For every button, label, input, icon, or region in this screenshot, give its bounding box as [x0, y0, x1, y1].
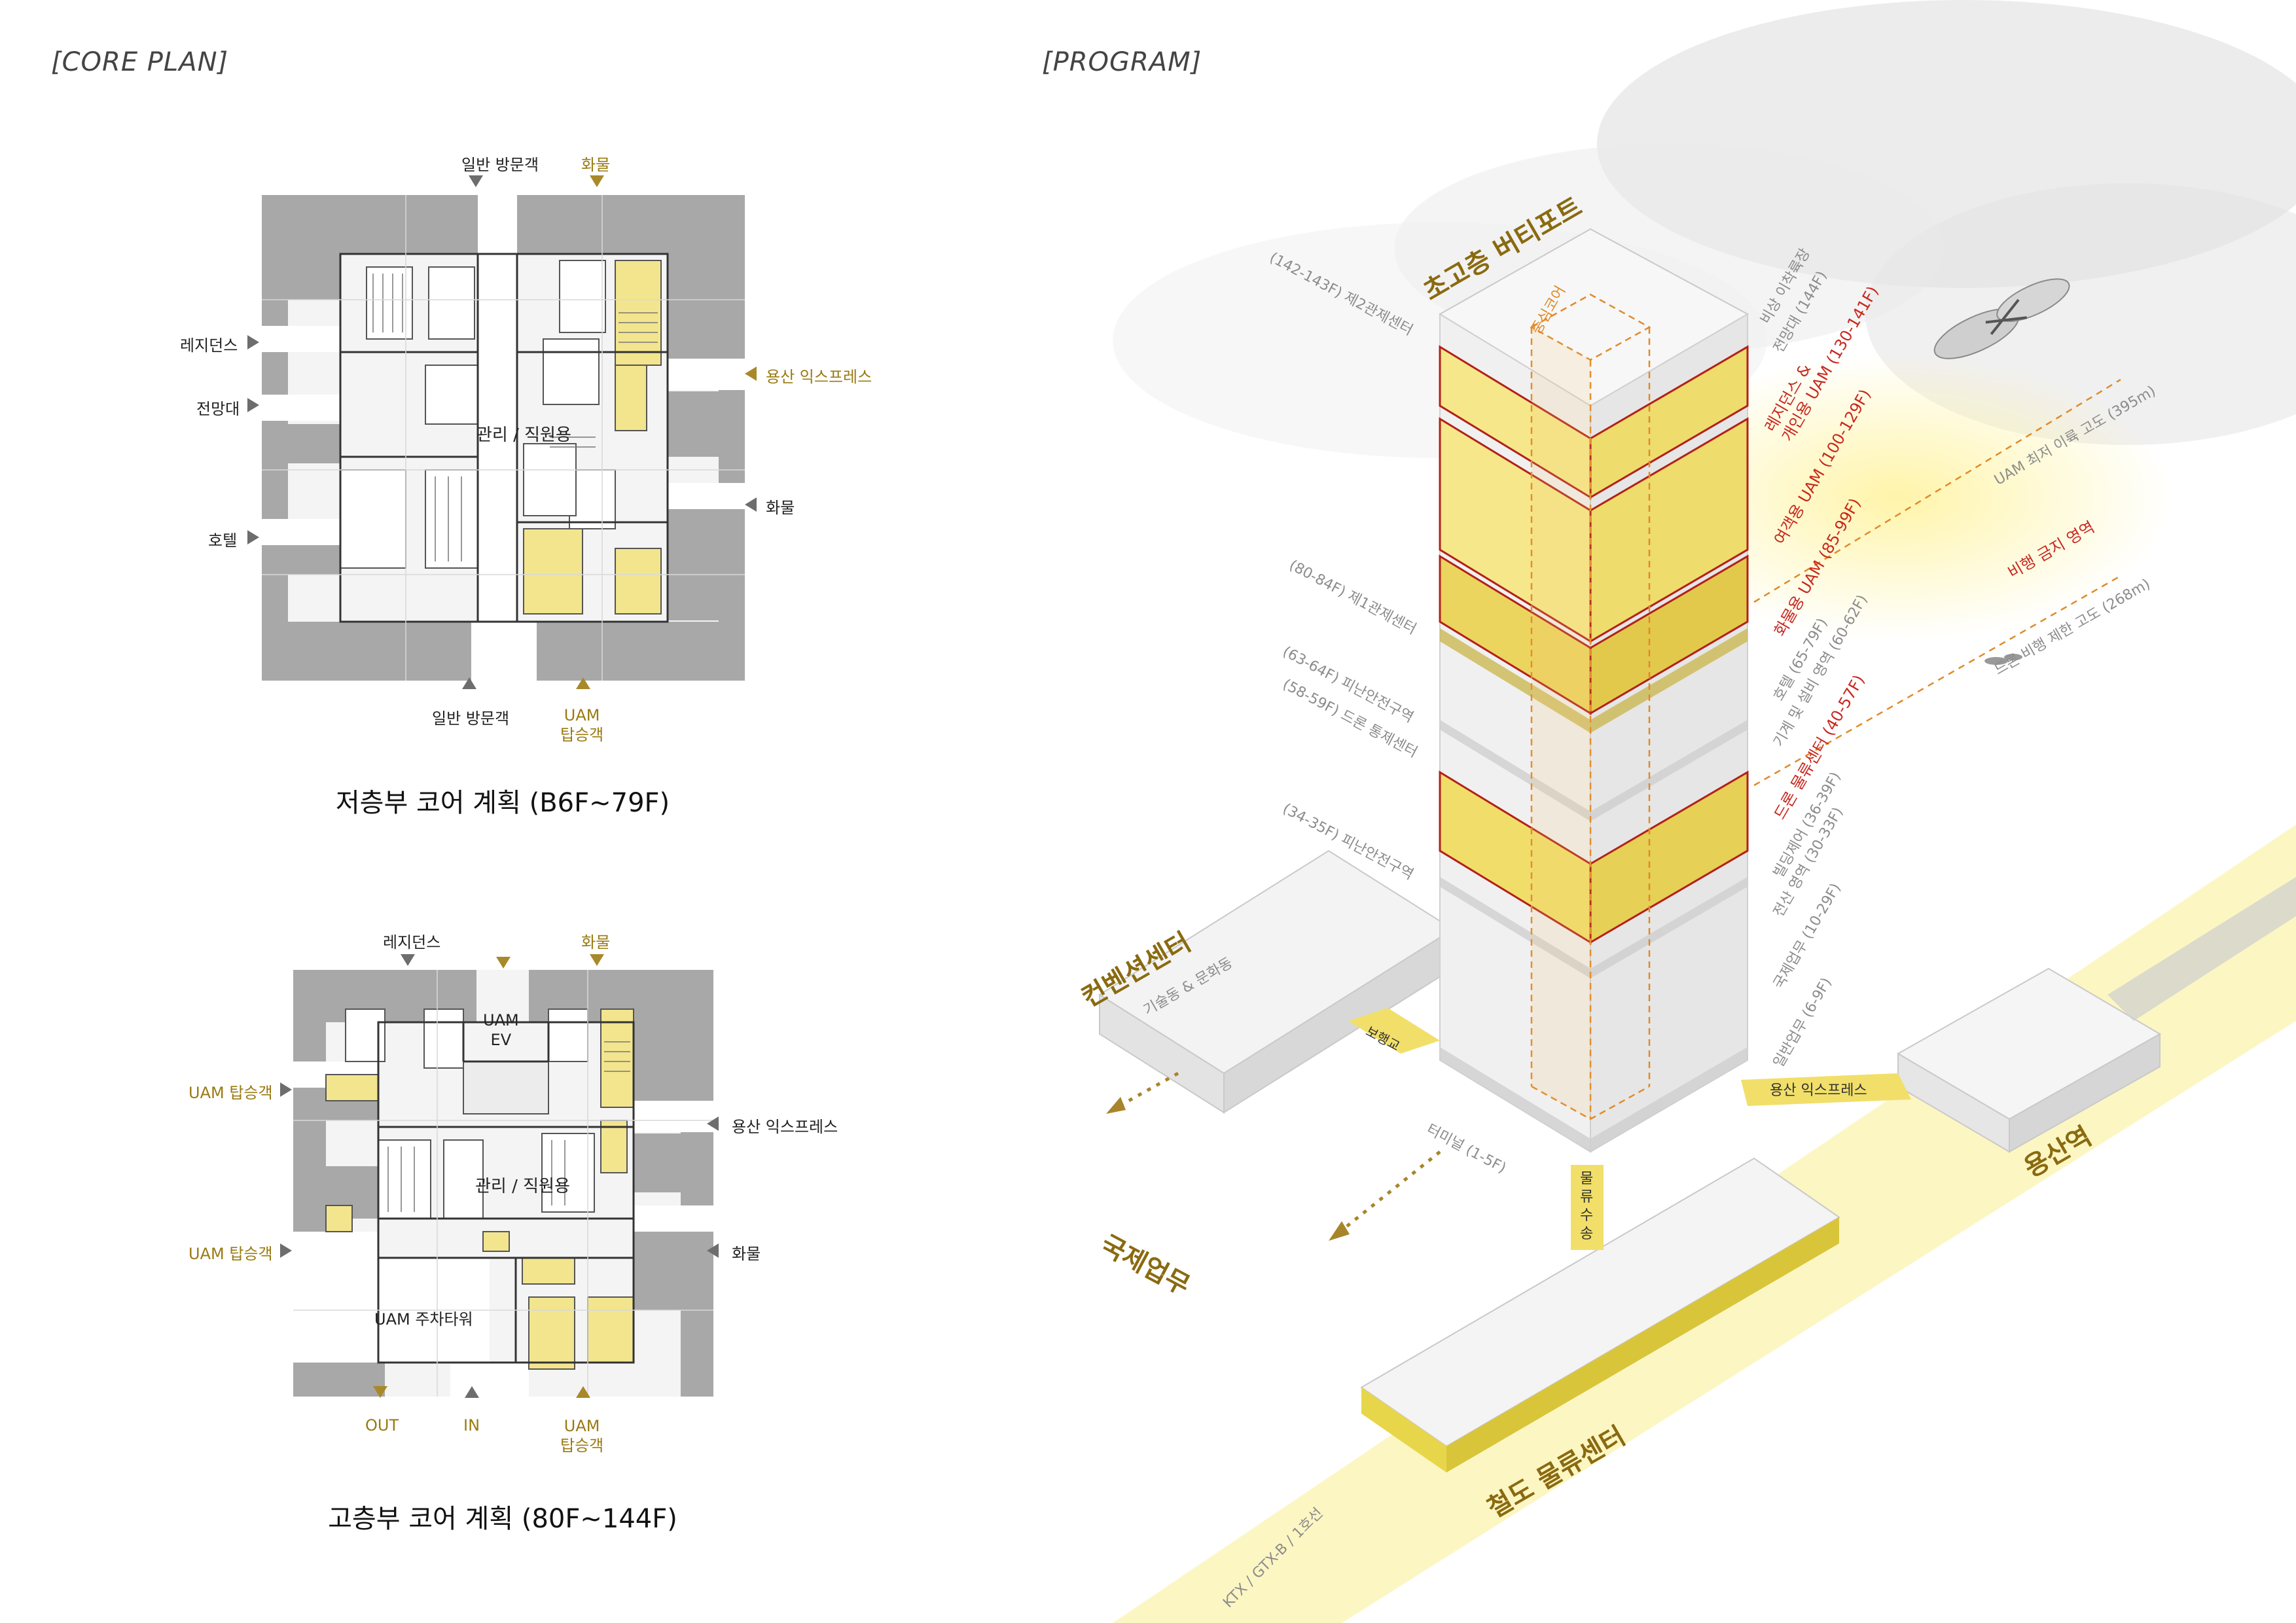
- low-entry-right-cargo: 화물: [766, 499, 795, 517]
- high-rise-floorplan-drawing: [293, 970, 713, 1397]
- low-entry-top-visitor: 일반 방문객: [461, 156, 539, 174]
- high-right-express-arrow-icon: [707, 1116, 719, 1131]
- high-entry-right-express: 용산 익스프레스: [732, 1118, 838, 1136]
- low-bottom-visitor-arrow-icon: [462, 677, 476, 689]
- core-plan-section-label: [CORE PLAN]: [51, 47, 229, 77]
- program-section-label: [PROGRAM]: [1042, 47, 1202, 77]
- high-parking-label: UAM 주차타워: [374, 1310, 473, 1329]
- logistics-transport-label: 물류 수송: [1580, 1171, 1594, 1242]
- high-entry-bottom-in: IN: [463, 1416, 480, 1435]
- express-link: [1741, 1073, 1911, 1106]
- high-right-cargo-arrow-icon: [707, 1243, 719, 1258]
- low-left-residence-arrow-icon: [247, 335, 259, 349]
- low-rise-floorplan-drawing: [262, 195, 745, 681]
- high-left-uam1-arrow-icon: [280, 1082, 292, 1097]
- logistics-transport-link: [1571, 1165, 1604, 1250]
- high-entry-left-uam1: UAM 탑승객: [188, 1084, 273, 1102]
- high-uam-ev-label: UAM EV: [483, 1011, 519, 1049]
- high-entry-right-cargo: 화물: [732, 1245, 761, 1263]
- low-entry-bottom-uam: UAM 탑승객: [560, 706, 604, 744]
- low-entry-left-residence: 레지던스: [180, 336, 238, 355]
- international-arrow-icon: [1329, 1150, 1441, 1241]
- express-label: 용산 익스프레스: [1770, 1082, 1867, 1099]
- high-top-residence-arrow-icon: [401, 954, 415, 966]
- high-entry-left-uam2: UAM 탑승객: [188, 1245, 273, 1263]
- high-top-cargo-arrow-icon: [590, 954, 604, 966]
- high-bottom-in-arrow-icon: [465, 1386, 479, 1398]
- low-center-label: 관리 / 직원용: [476, 425, 571, 445]
- low-top-visitor-arrow-icon: [469, 175, 483, 187]
- rail-logistics-block: [1360, 1157, 1840, 1472]
- high-entry-bottom-out: OUT: [365, 1416, 399, 1435]
- yongsan-station-block: [1896, 877, 2296, 1153]
- low-left-observatory-arrow-icon: [247, 398, 259, 412]
- low-entry-left-observatory: 전망대: [196, 400, 240, 418]
- convention-center-block: [1098, 849, 1454, 1114]
- low-entry-top-cargo: 화물: [581, 156, 611, 174]
- low-bottom-uam-arrow-icon: [576, 677, 590, 689]
- low-entry-bottom-visitor: 일반 방문객: [432, 709, 510, 728]
- convention-arrow-icon: [1106, 1071, 1179, 1114]
- high-bottom-uam-arrow-icon: [576, 1386, 590, 1398]
- high-entry-bottom-uam: UAM 탑승객: [560, 1417, 604, 1455]
- low-rise-core-plan: 관리 / 직원용: [262, 195, 745, 681]
- tower: [1439, 228, 1749, 1153]
- drone-icon: [1984, 654, 2022, 665]
- low-entry-right-express: 용산 익스프레스: [766, 368, 872, 386]
- low-plan-title: 저층부 코어 계획 (B6F~79F): [335, 788, 670, 818]
- uam-aircraft-icon: [1933, 278, 2070, 359]
- low-top-cargo-arrow-icon: [590, 175, 604, 187]
- high-rise-core-plan: UAM EV 관리 / 직원용 UAM 주차타워: [293, 970, 713, 1397]
- high-bottom-out-arrow-icon: [373, 1386, 387, 1398]
- high-plan-title: 고층부 코어 계획 (80F~144F): [328, 1504, 677, 1534]
- pedestrian-bridge: [1348, 1008, 1440, 1054]
- high-center-label: 관리 / 직원용: [475, 1177, 570, 1196]
- low-entry-left-hotel: 호텔: [208, 531, 238, 550]
- low-right-cargo-arrow-icon: [745, 497, 757, 512]
- high-left-uam2-arrow-icon: [280, 1243, 292, 1258]
- high-entry-top-cargo: 화물: [581, 933, 611, 952]
- low-left-hotel-arrow-icon: [247, 530, 259, 544]
- high-top-uam-ev-arrow-icon: [496, 957, 511, 969]
- low-right-express-arrow-icon: [745, 366, 757, 381]
- high-entry-top-residence: 레지던스: [383, 933, 441, 952]
- uam-altitude-line: [1753, 378, 2121, 603]
